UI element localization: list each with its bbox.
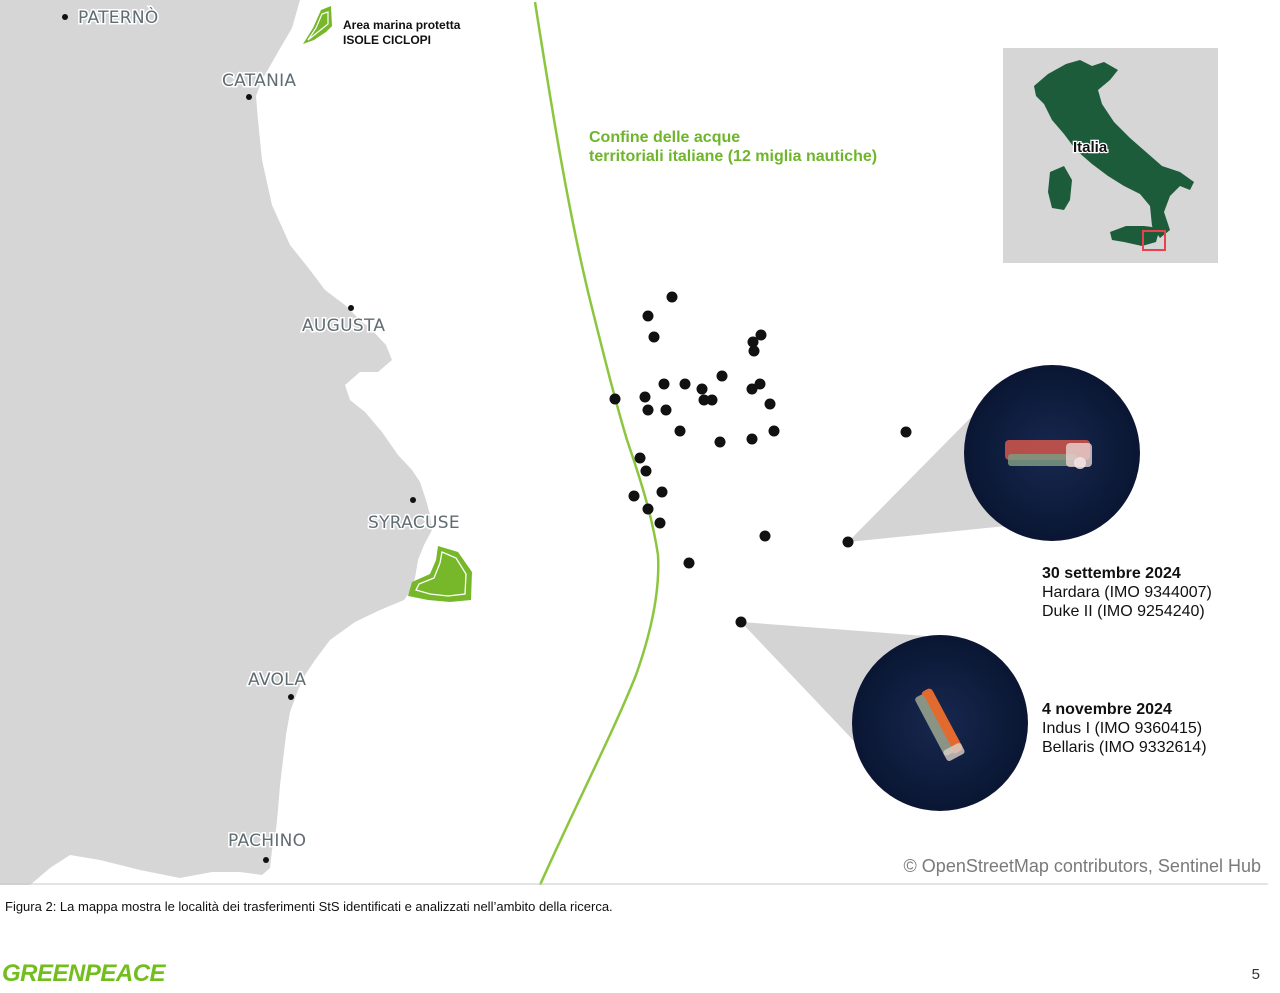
transfer-point[interactable] (640, 465, 652, 477)
place-dot-catania (246, 94, 252, 100)
inset-label: Italia (1073, 139, 1108, 156)
border-label-line1: Confine delle acque (589, 129, 740, 146)
figure-caption: Figura 2: La mappa mostra le località de… (5, 899, 613, 914)
satellite-image-2 (852, 635, 1028, 811)
transfer-point[interactable] (634, 452, 646, 464)
place-dot-avola (288, 694, 294, 700)
event-1-date: 30 settembre 2024 (1042, 565, 1181, 582)
event-2-ship-1: Indus I (IMO 9360415) (1042, 720, 1202, 737)
place-label-augusta: AUGUSTA (302, 316, 385, 336)
place-label-catania: CATANIA (222, 71, 296, 91)
greenpeace-logo: GREENPEACE (2, 960, 166, 987)
transfer-point[interactable] (754, 378, 766, 390)
place-dot-augusta (348, 305, 354, 311)
transfer-point[interactable] (639, 391, 651, 403)
transfer-point[interactable] (679, 378, 691, 390)
place-label-syracuse: SYRACUSE (368, 513, 460, 533)
protected-area-ciclopi (303, 6, 332, 44)
border-label-line2: territoriali italiane (12 miglia nautich… (589, 148, 877, 165)
transfer-point[interactable] (674, 425, 686, 437)
transfer-point[interactable] (628, 490, 640, 502)
italy-shape (1034, 60, 1194, 238)
transfer-point[interactable] (716, 370, 728, 382)
event-2-date: 4 novembre 2024 (1042, 701, 1172, 718)
event-2-ship-2: Bellaris (IMO 9332614) (1042, 739, 1207, 756)
protected-area-plemmirio (408, 546, 472, 602)
transfer-point[interactable] (654, 517, 666, 529)
transfer-point[interactable] (642, 404, 654, 416)
sicily-land (0, 0, 432, 885)
transfer-point[interactable] (842, 536, 854, 548)
transfer-point[interactable] (759, 530, 771, 542)
transfer-point[interactable] (755, 329, 767, 341)
transfer-point[interactable] (746, 383, 758, 395)
protected-area-label-line1: Area marina protetta (343, 18, 461, 32)
transfer-point[interactable] (696, 383, 708, 395)
transfer-point[interactable] (747, 336, 759, 348)
map-attribution: © OpenStreetMap contributors, Sentinel H… (904, 856, 1261, 876)
transfer-point[interactable] (648, 331, 660, 343)
transfer-point[interactable] (658, 378, 670, 390)
place-label-pachino: PACHINO (228, 831, 306, 851)
transfer-point[interactable] (900, 426, 912, 438)
transfer-points (609, 291, 912, 628)
transfer-point[interactable] (660, 404, 672, 416)
place-label-avola: AVOLA (248, 670, 306, 690)
transfer-point[interactable] (666, 291, 678, 303)
map[interactable]: PATERNÒ CATANIA AUGUSTA SYRACUSE AVOLA P… (0, 0, 1280, 885)
transfer-point[interactable] (764, 398, 776, 410)
transfer-point[interactable] (698, 394, 710, 406)
transfer-point[interactable] (735, 616, 747, 628)
page-number: 5 (1251, 966, 1260, 983)
protected-area-label-line2: ISOLE CICLOPI (343, 33, 431, 47)
transfer-point[interactable] (746, 433, 758, 445)
place-dot-syracuse (410, 497, 416, 503)
satellite-image-1 (964, 365, 1140, 541)
transfer-point[interactable] (656, 486, 668, 498)
ship-pair-2 (921, 688, 963, 754)
sardinia-shape (1048, 166, 1072, 210)
transfer-point[interactable] (642, 310, 654, 322)
transfer-point[interactable] (768, 425, 780, 437)
transfer-point[interactable] (683, 557, 695, 569)
event-1-ship-1: Hardara (IMO 9344007) (1042, 584, 1212, 601)
transfer-point[interactable] (642, 503, 654, 515)
place-label-paterno: PATERNÒ (78, 6, 159, 28)
transfer-point[interactable] (706, 394, 718, 406)
transfer-point[interactable] (609, 393, 621, 405)
transfer-point[interactable] (714, 436, 726, 448)
inset-map: Italia (1003, 48, 1218, 263)
place-dot-pachino (263, 857, 269, 863)
place-dot-paterno (62, 14, 68, 20)
territorial-waters-border (533, 1, 660, 885)
event-1-ship-2: Duke II (IMO 9254240) (1042, 603, 1205, 620)
highlight-box (1142, 230, 1166, 251)
transfer-point[interactable] (748, 345, 760, 357)
